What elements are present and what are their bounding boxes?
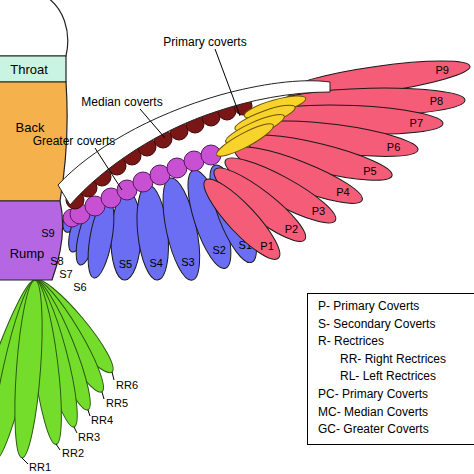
legend-text: MC- Median Coverts [318, 406, 428, 418]
feather-label: P8 [430, 95, 443, 106]
tail-feather [10, 279, 47, 458]
feather-label: RR6 [116, 380, 138, 391]
region-label: Rump [10, 247, 45, 260]
legend-text: RL- Left Rectrices [340, 370, 436, 382]
leader-line [140, 109, 165, 138]
legend-text: PC- Primary Coverts [318, 388, 428, 400]
region-label: Throat [10, 63, 48, 76]
leader-line [95, 148, 122, 190]
leader-line [102, 392, 104, 399]
feather-label: S5 [119, 259, 132, 270]
covert-feather [213, 119, 276, 161]
feather-label: S9 [41, 228, 54, 239]
feather-label: P5 [363, 165, 376, 176]
primary-coverts [213, 91, 307, 161]
tail-feathers [0, 272, 121, 462]
feather-label: S3 [181, 256, 194, 267]
leader-line [56, 444, 60, 450]
leader-line [112, 372, 114, 380]
feather-label: RR4 [91, 415, 113, 426]
part-label: Greater coverts [33, 135, 116, 147]
leader-line [88, 410, 90, 416]
primary-feather: P1 [202, 177, 282, 261]
leader-line [215, 49, 240, 116]
feather-label: S6 [73, 282, 86, 293]
feather-label: S7 [59, 269, 72, 280]
feather-label: RR3 [78, 432, 100, 443]
legend-text: RR- Right Rectrices [340, 353, 446, 365]
legend-text: GC- Greater Coverts [318, 423, 429, 435]
shape-outline [0, 200, 68, 282]
feather-label: P1 [260, 241, 273, 252]
feather-label: P2 [285, 224, 298, 235]
feather-shape [283, 53, 472, 105]
inner-secondaries [60, 196, 119, 280]
legend-text: P- Primary Coverts [318, 300, 419, 312]
feather-shape [83, 196, 119, 280]
feather-label: S2 [212, 245, 225, 256]
feather-label: RR5 [106, 398, 128, 409]
part-label: Primary coverts [163, 36, 246, 48]
region-label: Back [16, 121, 45, 134]
feather-label: P3 [312, 205, 325, 216]
leader-lines [22, 372, 114, 464]
throat-band: Throat [0, 55, 68, 83]
feather-label: RR1 [29, 462, 51, 473]
legend-text: R- Rectrices [318, 335, 384, 347]
feather-label: S8 [50, 256, 63, 267]
legend-box: P- Primary Coverts S- Secondary CovertsR-… [307, 293, 474, 445]
feather-label: P9 [436, 64, 449, 75]
leader-line [74, 427, 77, 433]
legend-text: S- Secondary Coverts [318, 318, 435, 330]
tail-feather [0, 278, 47, 463]
feather-label: P4 [336, 187, 349, 198]
region-shape [0, 201, 63, 280]
feather-shape [133, 183, 173, 281]
feather-label: RR2 [62, 448, 84, 459]
region-shape [0, 56, 66, 82]
part-label: Median coverts [81, 96, 162, 108]
head-shape [0, 0, 68, 56]
feather-label: P6 [387, 141, 400, 152]
leader-line [22, 458, 28, 464]
leader-lines [95, 49, 240, 190]
feather-label: P7 [410, 117, 423, 128]
feather-label: S4 [149, 257, 162, 268]
rump-region: Rump [0, 200, 68, 282]
